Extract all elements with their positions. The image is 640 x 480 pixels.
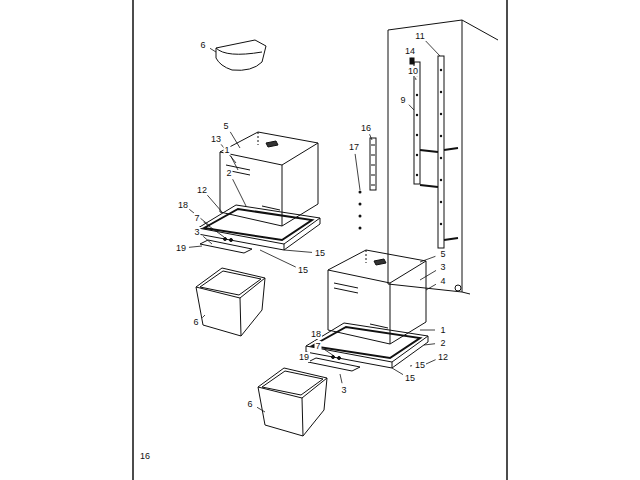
callout-number: 18 [177,200,189,210]
callout-number: 16 [139,451,151,461]
callout-number: 2 [225,168,232,178]
leader-line [210,48,216,52]
leader-line [207,195,222,212]
callout-number: 1 [439,325,446,335]
leader-line [340,374,342,383]
callout-number: 19 [175,243,187,253]
callout-number: 6 [246,399,253,409]
callout-number: 7 [314,341,321,351]
callout-number: 12 [196,185,208,195]
callout-number: 11 [414,31,425,41]
callout-number: 13 [210,134,222,144]
leader-line [426,41,440,56]
callout-number: 3 [193,227,200,237]
callout-number: 2 [439,338,446,348]
callout-number: 5 [439,249,446,259]
leader-line [284,250,312,252]
leader-line [257,407,265,412]
callout-number: 6 [192,317,199,327]
callout-number: 9 [399,95,406,105]
callout-number: 18 [310,329,322,339]
leader-line [392,368,403,375]
leader-line [260,250,296,267]
callout-number: 6 [199,40,206,50]
callout-number: 14 [404,46,416,56]
callout-number: 3 [340,385,347,395]
leader-line [420,270,436,280]
callout-number: 19 [298,352,310,362]
callout-number: 10 [407,66,419,76]
leader-line [426,360,436,364]
callout-number: 17 [348,142,360,152]
leader-line [411,58,412,60]
leader-line [230,132,240,148]
leader-line [189,209,210,226]
leader-line [420,256,435,262]
callout-number: 15 [297,265,309,275]
leader-line [221,144,236,163]
callout-number: 15 [404,373,416,383]
leader-line [204,222,224,237]
leader-line [420,330,435,331]
leader-line [233,179,246,206]
callout-number: 16 [360,123,372,133]
leader-line [355,154,360,190]
leader-line [370,134,372,140]
callout-number: 1 [223,145,230,155]
leader-line [424,344,435,345]
leader-line [203,236,212,244]
leader-line [410,365,412,366]
callout-number: 12 [437,352,449,362]
callout-number: 5 [222,121,229,131]
leader-line [415,78,416,80]
callout-number: 7 [193,213,200,223]
leader-line [325,350,334,356]
leader-line [409,105,414,110]
leader-line [426,284,436,290]
leader-line [189,246,202,247]
callout-number: 15 [314,248,326,258]
callout-number: 15 [414,360,426,370]
callout-number: 3 [439,262,446,272]
callout-number: 4 [439,276,446,286]
leader-line [202,315,205,318]
